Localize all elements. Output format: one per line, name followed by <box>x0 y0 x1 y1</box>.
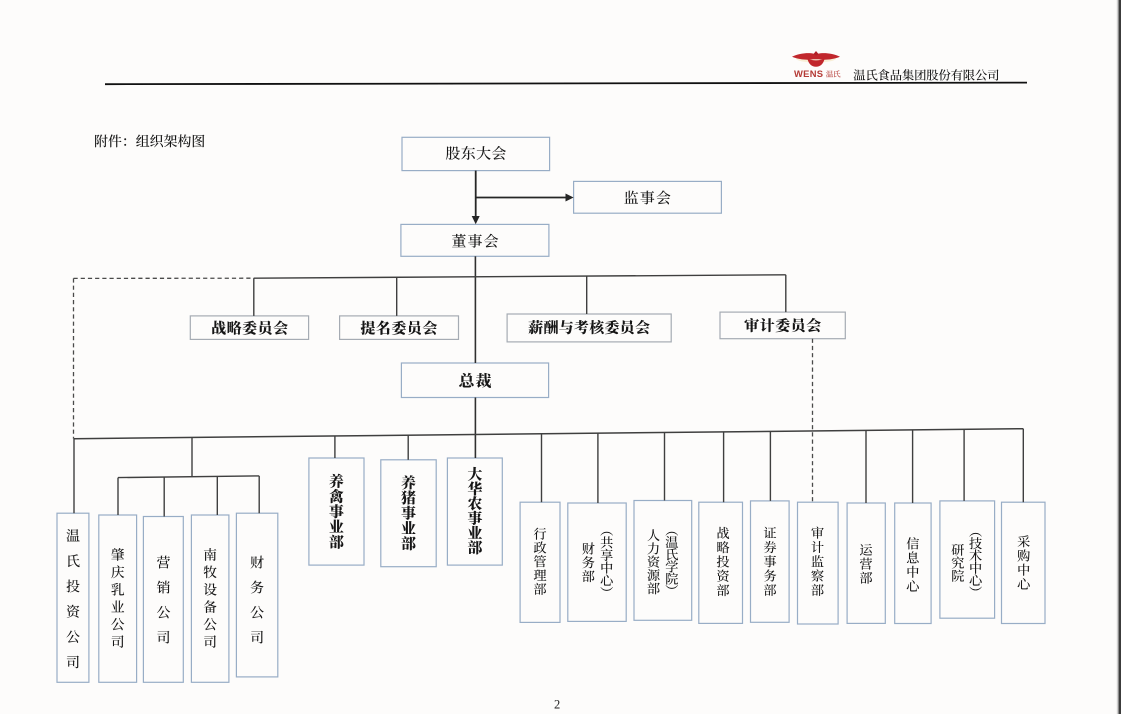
svg-text:2: 2 <box>554 698 560 712</box>
svg-text:WENS: WENS <box>794 68 823 79</box>
